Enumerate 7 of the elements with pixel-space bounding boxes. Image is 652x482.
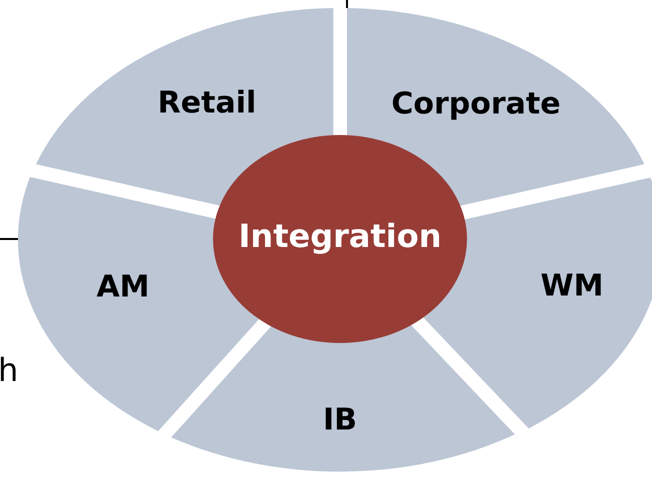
segment-label: Corporate: [391, 86, 561, 122]
segment-label: IB: [322, 402, 357, 438]
text-fragment: h: [0, 350, 18, 390]
segment-label: AM: [96, 269, 150, 304]
segment-label: WM: [540, 268, 604, 304]
center-label: Integration: [238, 217, 442, 255]
segment-label: Retail: [158, 85, 256, 120]
